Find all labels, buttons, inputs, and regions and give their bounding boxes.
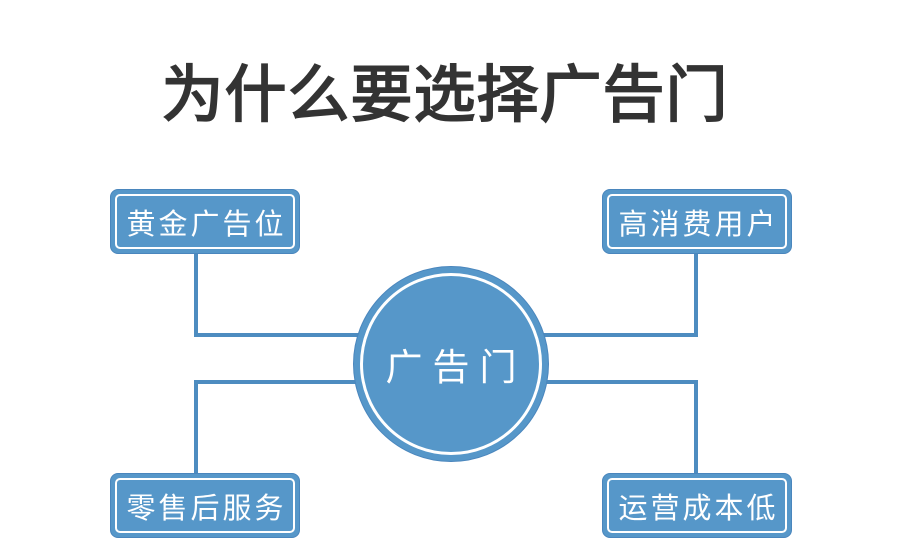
- connector-top-left-horizontal: [194, 333, 406, 337]
- node-top-right: 高消费用户: [602, 189, 792, 254]
- node-top-left-label: 黄金广告位: [126, 206, 287, 241]
- connector-top-left-vertical: [194, 252, 198, 337]
- connector-bottom-right-vertical: [694, 380, 698, 475]
- center-node: 广告门: [353, 266, 549, 462]
- page-title: 为什么要选择广告门: [161, 58, 729, 131]
- node-bottom-right: 运营成本低: [602, 473, 792, 538]
- node-top-right-border: 高消费用户: [607, 194, 787, 249]
- node-bottom-right-border: 运营成本低: [607, 478, 787, 533]
- node-bottom-right-label: 运营成本低: [618, 490, 779, 525]
- node-top-left-border: 黄金广告位: [115, 194, 295, 249]
- node-bottom-left-label: 零售后服务: [126, 490, 287, 525]
- node-top-right-label: 高消费用户: [618, 206, 779, 241]
- node-top-left: 黄金广告位: [110, 189, 300, 254]
- connector-bottom-left-vertical: [194, 380, 198, 475]
- node-bottom-left: 零售后服务: [110, 473, 300, 538]
- connector-bottom-right-horizontal: [490, 380, 698, 384]
- connector-bottom-left-horizontal: [194, 380, 406, 384]
- node-bottom-left-border: 零售后服务: [115, 478, 295, 533]
- connector-top-right-horizontal: [490, 333, 698, 337]
- connector-top-right-vertical: [694, 252, 698, 337]
- center-node-ring: [360, 273, 542, 455]
- center-node-label: 广告门: [385, 346, 527, 389]
